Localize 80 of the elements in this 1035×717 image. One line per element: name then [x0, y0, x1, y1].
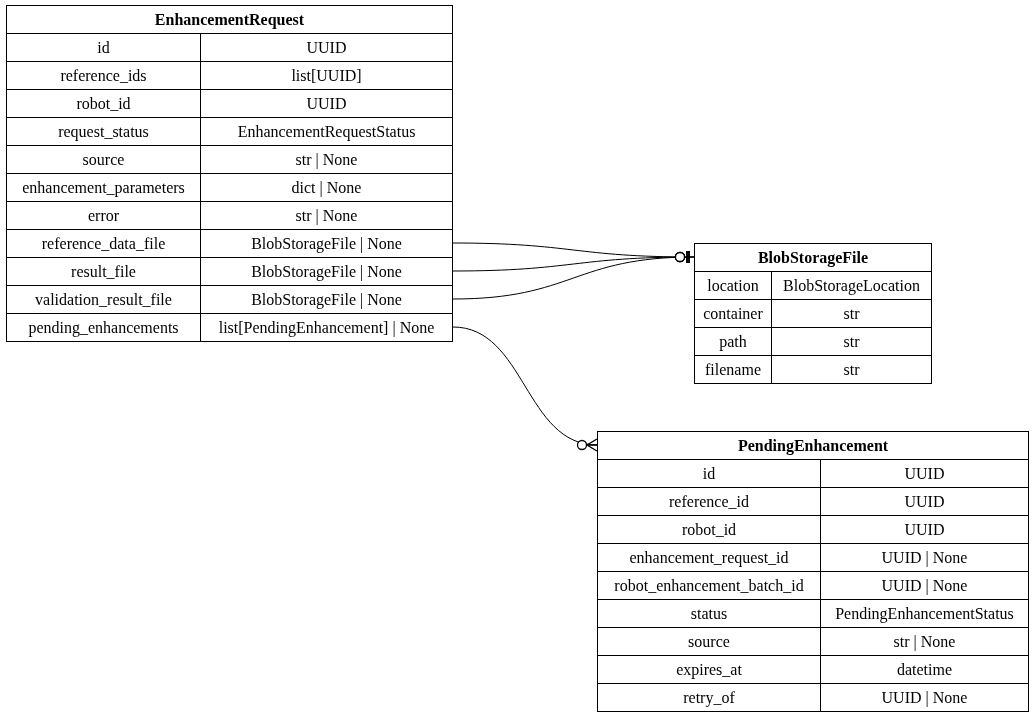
field-type: BlobStorageFile | None [200, 230, 452, 257]
table-row [7, 117, 452, 145]
field-name: status [689, 604, 729, 624]
field-type: str [771, 300, 931, 327]
field-name: reference_data_file [40, 234, 167, 254]
field-name: path [718, 332, 748, 353]
table-row [7, 61, 452, 89]
table-row [7, 145, 452, 173]
field-type: UUID [820, 516, 1028, 543]
field-type: BlobStorageFile | None [200, 286, 452, 313]
field-name: id [96, 38, 111, 58]
field-name: container [702, 304, 764, 324]
table-row [695, 327, 931, 355]
field-name: expires_at [675, 660, 743, 681]
field-name: filename [704, 360, 762, 380]
table-row [7, 89, 452, 117]
field-type: list[UUID] [200, 62, 452, 89]
field-name: pending_enhancements [27, 318, 180, 339]
entity-table [694, 243, 932, 384]
field-type: str | None [820, 628, 1028, 655]
field-name: enhancement_parameters [21, 178, 186, 199]
relationship-line [452, 326, 599, 452]
relationship-line [452, 250, 695, 300]
field-type: BlobStorageLocation [771, 272, 931, 299]
entity-table [597, 431, 1029, 712]
field-type: str | None [200, 146, 452, 173]
field-name: source [687, 632, 731, 652]
table-row [598, 543, 1028, 571]
field-type: dict | None [200, 174, 452, 201]
entity-name: BlobStorageFile [756, 248, 870, 269]
table-row [598, 515, 1028, 543]
field-name: source [81, 150, 126, 170]
field-name: result_file [70, 262, 137, 282]
table-row [7, 313, 452, 341]
field-type: datetime [820, 656, 1028, 683]
field-name: robot_id [680, 520, 738, 540]
field-name: enhancement_request_id [628, 548, 790, 569]
table-row [7, 257, 452, 285]
field-type: EnhancementRequestStatus [200, 118, 452, 145]
field-type: str [771, 328, 931, 355]
field-name: request_status [57, 122, 150, 143]
table-row [7, 173, 452, 201]
field-type: str | None [200, 202, 452, 229]
field-name: error [86, 206, 121, 226]
entity-table [6, 5, 453, 342]
field-type: list[PendingEnhancement] | None [200, 314, 452, 341]
field-name: location [706, 276, 760, 296]
table-row [7, 201, 452, 229]
table-row [7, 33, 452, 61]
table-row [598, 683, 1028, 711]
entity-name: PendingEnhancement [736, 436, 890, 457]
table-row [7, 229, 452, 257]
table-row [598, 599, 1028, 627]
field-type: UUID [820, 488, 1028, 515]
field-type: PendingEnhancementStatus [820, 600, 1028, 627]
field-type: UUID [200, 34, 452, 61]
table-row [598, 459, 1028, 487]
field-name: robot_id [75, 94, 132, 114]
field-name: retry_of [682, 688, 736, 709]
table-row [598, 571, 1028, 599]
field-name: reference_id [668, 492, 750, 512]
table-row [695, 271, 931, 299]
table-row [598, 487, 1028, 515]
field-type: UUID [200, 90, 452, 117]
field-name: robot_enhancement_batch_id [613, 576, 805, 596]
entity-name: EnhancementRequest [153, 10, 306, 31]
field-type: UUID [820, 460, 1028, 487]
table-row [695, 299, 931, 327]
table-row [7, 285, 452, 313]
field-type: str [771, 356, 931, 383]
table-row [598, 627, 1028, 655]
table-row [598, 655, 1028, 683]
field-type: UUID | None [820, 684, 1028, 711]
table-row [695, 355, 931, 383]
field-type: UUID | None [820, 544, 1028, 571]
field-name: reference_ids [59, 66, 148, 86]
field-name: id [701, 464, 717, 484]
field-type: UUID | None [820, 572, 1028, 599]
field-type: BlobStorageFile | None [200, 258, 452, 285]
field-name: validation_result_file [34, 290, 173, 310]
